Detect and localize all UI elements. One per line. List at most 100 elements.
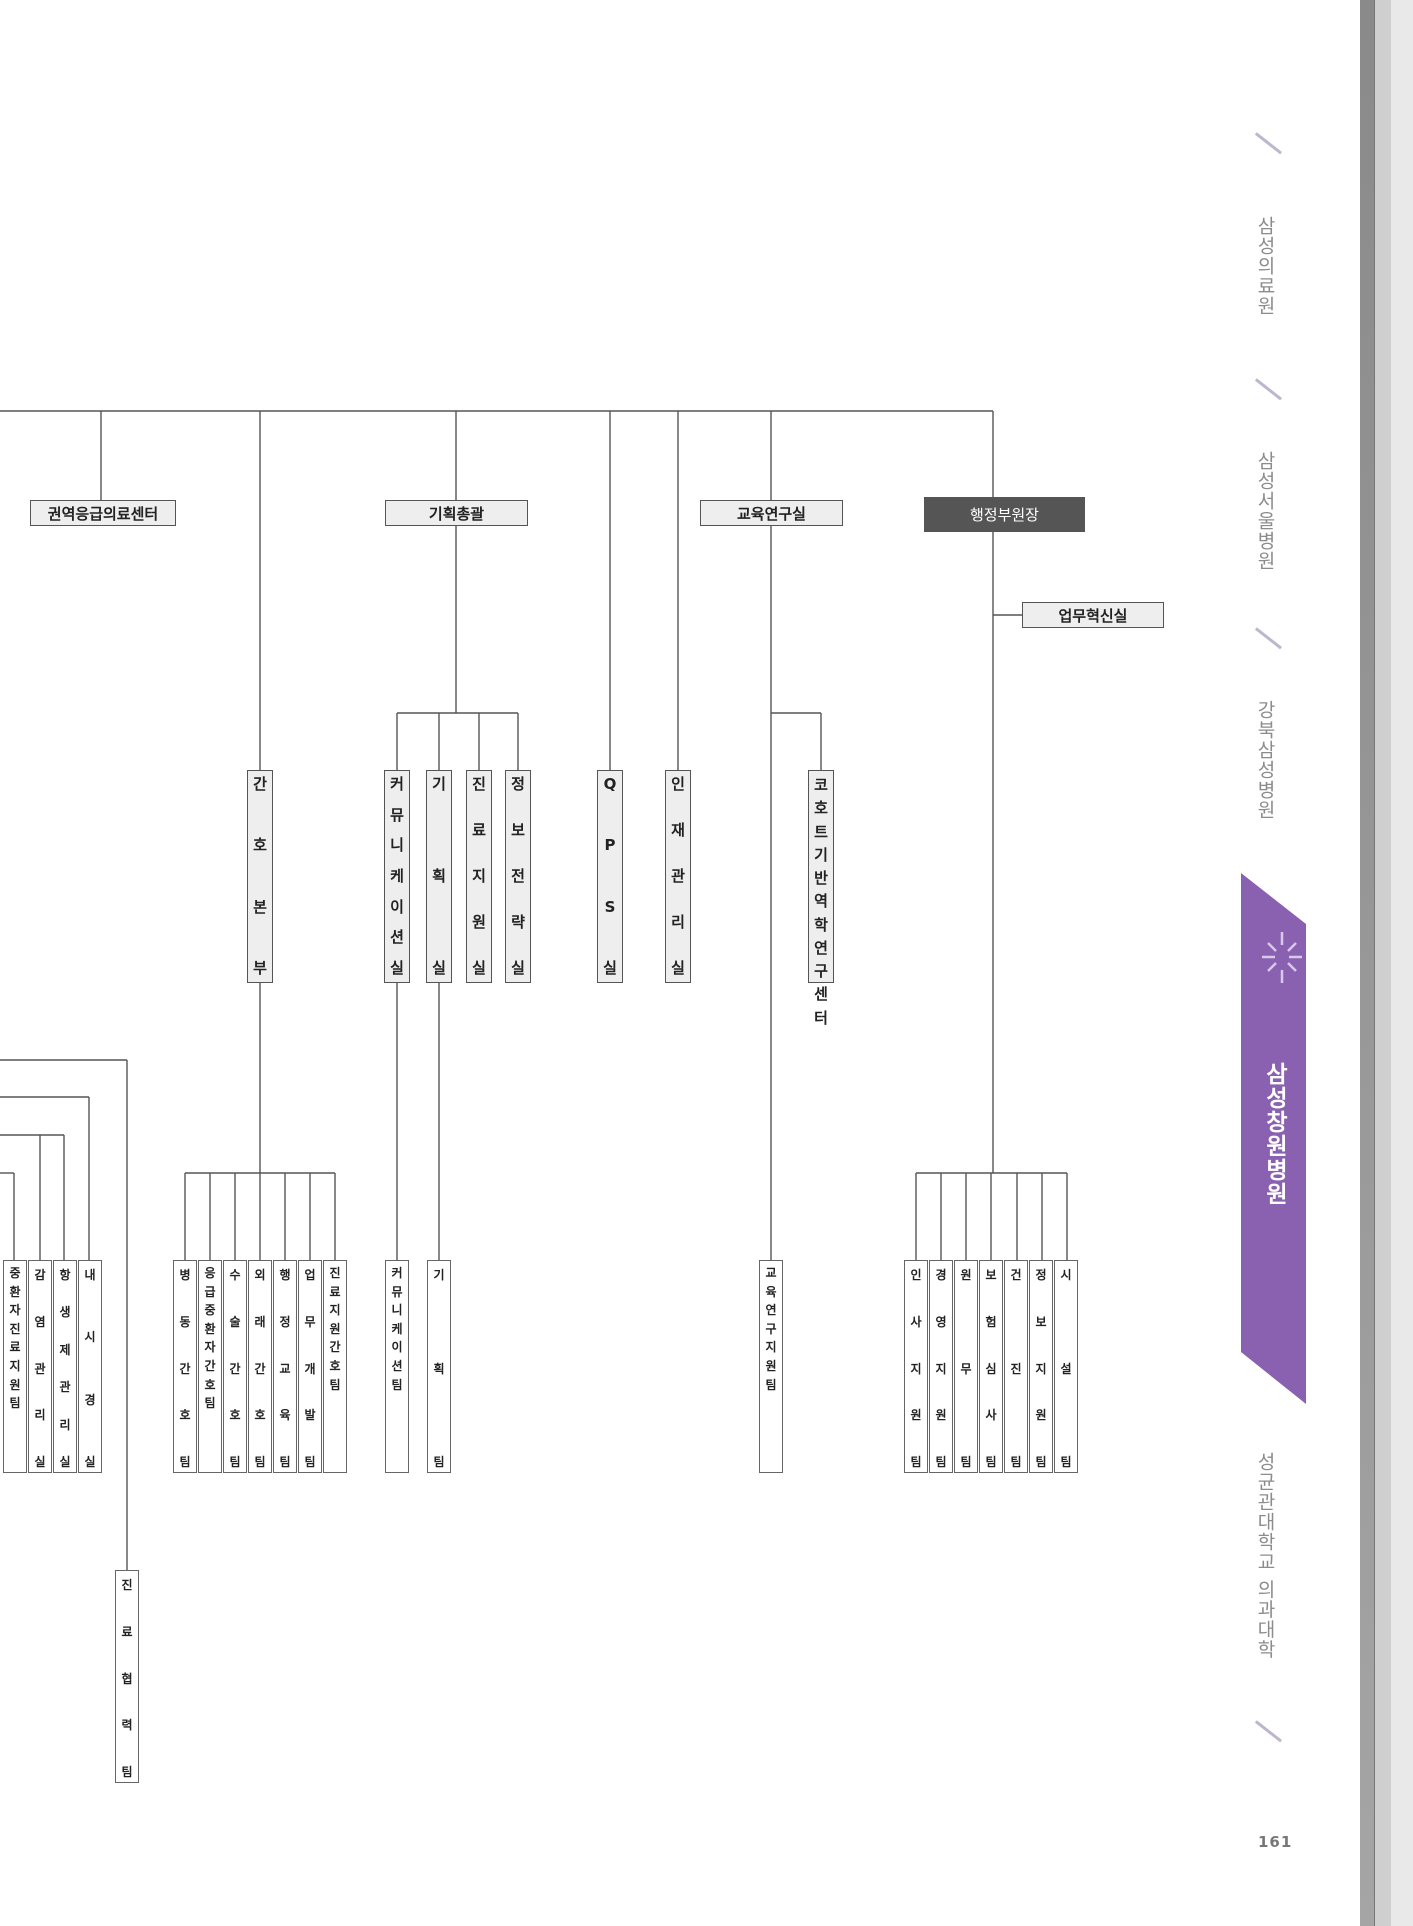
label-char: Q [603,775,617,793]
label-char: 뮤 [391,1284,403,1299]
label-char: 팀 [1010,1455,1022,1469]
label-char: 보 [1035,1314,1047,1329]
education-research-box: 교육연구실 [700,500,843,526]
label-char: 원 [935,1408,947,1423]
label-char: 학 [814,915,828,934]
label-char: P [604,836,616,855]
label-char: 션 [390,928,404,947]
label-char: 개 [304,1361,316,1376]
label-char: 팀 [1060,1455,1072,1469]
label-char: 시 [84,1330,96,1345]
label-char: 실 [511,959,525,977]
label-char: 팀 [391,1377,403,1392]
tab-samsung-seoul-hospital[interactable]: 삼성서울병원 [1254,451,1276,571]
label-char: 원 [9,1377,21,1392]
label-char: 보 [511,821,525,839]
label-char: 사 [985,1408,997,1423]
tab-samsung-changwon-hospital[interactable]: 삼성창원병원 [1261,1062,1287,1206]
label-char: 실 [59,1454,71,1469]
label-char: 실 [432,959,446,977]
education-research-label: 교육연구실 [736,504,806,523]
label-char: 원 [329,1321,341,1336]
label-char: 케 [391,1321,403,1336]
label-char: 간 [229,1361,241,1376]
label-char: 력 [121,1718,133,1733]
label-char: 육 [765,1284,777,1299]
label-char: 팀 [935,1455,947,1469]
label-char: 팀 [304,1455,316,1469]
label-char: 관 [59,1380,71,1395]
label-char: 술 [229,1314,241,1329]
label-char: 지 [935,1361,947,1376]
active-tab-shape [1241,873,1306,1404]
label-char: 원 [765,1358,777,1373]
label-char: 센 [814,985,828,1004]
label-char: 관 [671,867,685,885]
label-char: 시 [1060,1268,1072,1282]
label-char: 료 [9,1340,21,1355]
label-char: 발 [304,1408,316,1423]
label-char: 염 [34,1314,46,1329]
label-char: 감 [34,1268,46,1282]
label-char: 수 [229,1268,241,1282]
label-char: 전 [511,867,525,885]
label-char: 커 [391,1266,403,1280]
label-char: 험 [985,1314,997,1329]
label-char: 팀 [985,1455,997,1469]
label-char: 인 [671,775,685,793]
label-char: 구 [765,1321,777,1336]
label-char: 보 [985,1268,997,1282]
emergency-center-label: 권역응급의료센터 [47,504,159,523]
label-char: 정 [1035,1268,1047,1282]
label-char: 사 [910,1314,922,1329]
label-char: 실 [84,1454,96,1469]
label-char: 환 [204,1321,216,1336]
planning-label: 기획총괄 [428,504,485,523]
label-char: 리 [59,1417,71,1432]
tab-skku-medical-school[interactable]: 성균관대학교 의과대학 [1254,1452,1276,1660]
label-char: 행 [279,1268,291,1282]
label-char: 팀 [279,1455,291,1469]
label-char: 원 [910,1408,922,1423]
tab-kangbuk-samsung-hospital[interactable]: 강북삼성병원 [1254,700,1276,820]
label-char: 이 [390,897,404,916]
admin-vp-box: 행정부원장 [924,497,1085,532]
page-number: 161 [1258,1833,1293,1851]
label-char: 팀 [204,1396,216,1411]
tab-samsung-medical-center[interactable]: 삼성의료원 [1254,216,1276,316]
page-stack-edge [1374,0,1391,1926]
label-char: 진 [1010,1361,1022,1376]
label-char: 실 [390,958,404,977]
label-char: 팀 [9,1396,21,1411]
label-char: 관 [34,1361,46,1376]
label-char: 항 [59,1268,71,1282]
label-char: 리 [34,1408,46,1423]
label-char: 기 [433,1268,445,1282]
planning-box: 기획총괄 [385,500,528,526]
label-char: 심 [985,1361,997,1376]
page-edge [1360,0,1374,1926]
label-char: 료 [472,821,486,839]
label-char: 외 [254,1268,266,1282]
innovation-office-label: 업무혁신실 [1058,606,1128,625]
label-char: 호 [204,1377,216,1392]
